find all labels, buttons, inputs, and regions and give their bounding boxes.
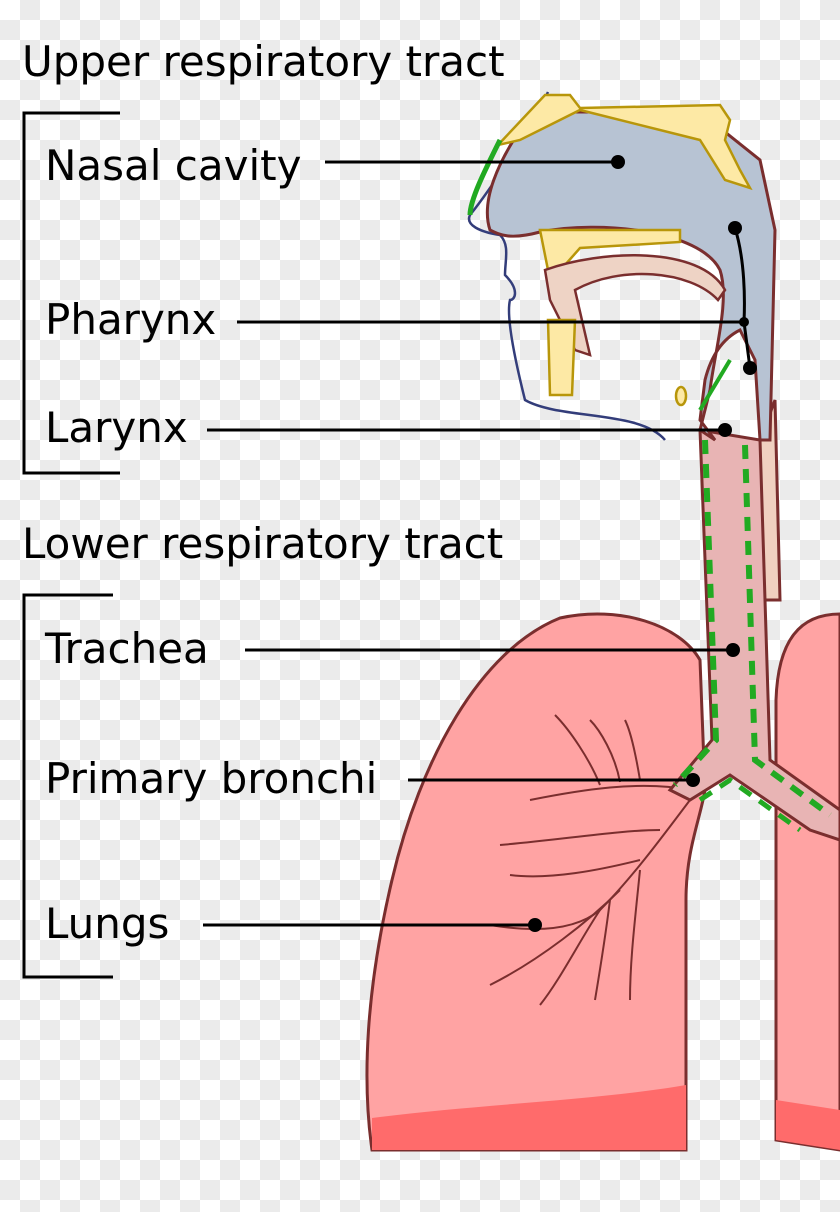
label-nasal-cavity: Nasal cavity — [45, 141, 301, 190]
lower-tract-heading: Lower respiratory tract — [22, 519, 503, 568]
pointer-primary-bronchi — [408, 773, 700, 787]
pointer-pharynx — [237, 221, 757, 375]
label-pharynx: Pharynx — [45, 295, 216, 344]
left-lung — [365, 612, 707, 1152]
pointer-larynx — [207, 423, 732, 437]
pointer-lungs — [203, 918, 542, 932]
label-trachea: Trachea — [44, 624, 209, 673]
head-section — [467, 91, 777, 442]
trachea — [667, 428, 840, 842]
label-larynx: Larynx — [45, 403, 188, 452]
label-primary-bronchi: Primary bronchi — [45, 754, 377, 803]
lower-tract-bracket — [22, 593, 113, 979]
upper-tract-heading: Upper respiratory tract — [22, 37, 505, 86]
pointer-nasal-cavity — [325, 155, 625, 169]
bronchial-tree — [489, 714, 691, 1006]
right-lung — [774, 612, 840, 1152]
label-lungs: Lungs — [45, 899, 169, 948]
pointer-trachea — [245, 643, 740, 657]
upper-tract-bracket — [22, 111, 120, 475]
